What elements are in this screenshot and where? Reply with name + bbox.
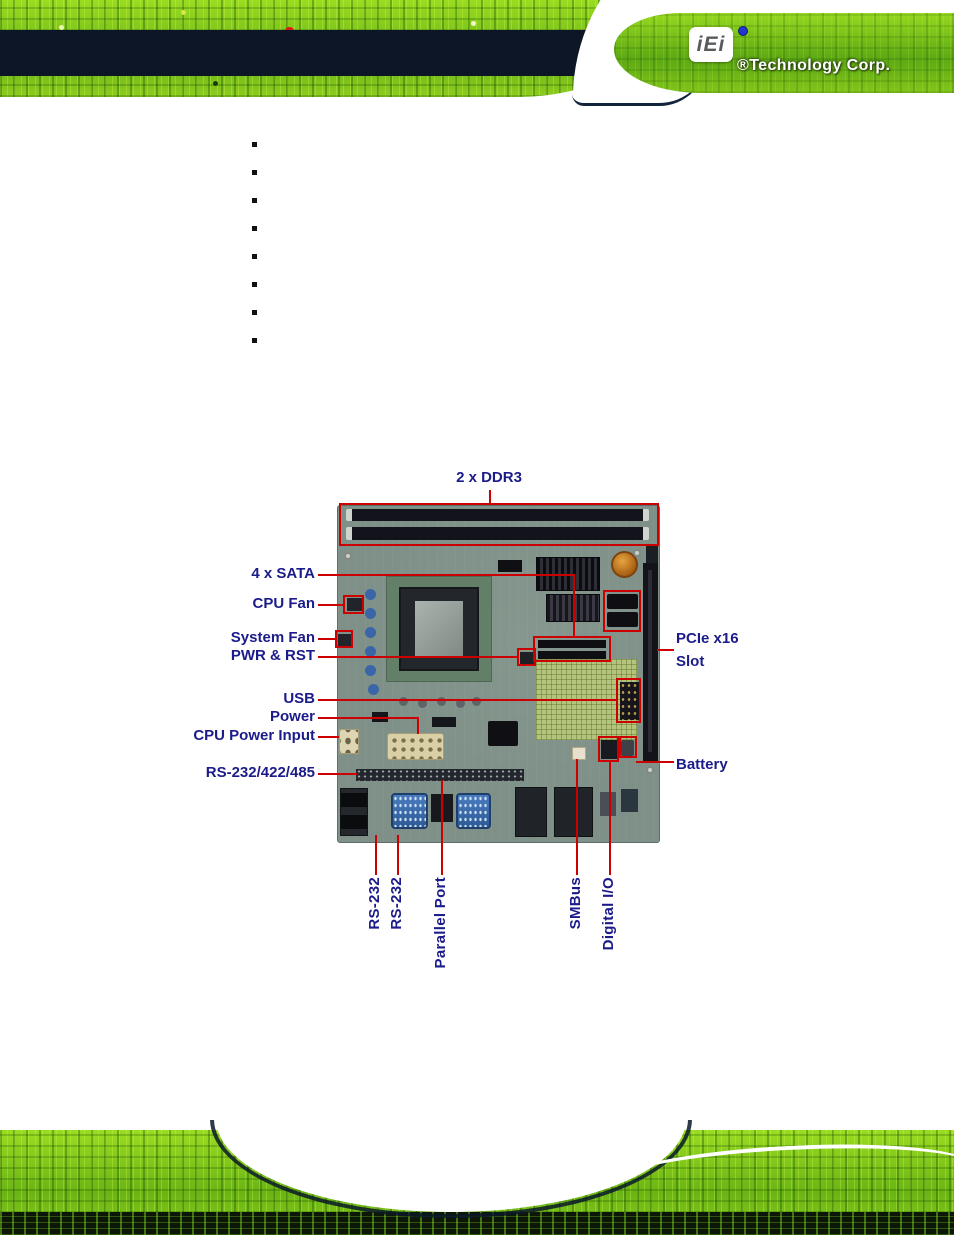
iei-logo: iEi — [689, 27, 733, 62]
bullet-item — [252, 226, 257, 231]
label-pcie-x16-slot: PCIe x16 Slot — [676, 627, 739, 673]
chipset-chip — [488, 721, 518, 746]
serial-db9-port-1 — [391, 793, 428, 829]
callout-line-rs232-b — [397, 835, 399, 875]
callout-box-digital-io — [598, 736, 619, 762]
label-rs232-a: RS-232 — [366, 877, 383, 930]
header-banner: iEi ®Technology Corp. — [0, 0, 954, 122]
callout-line-pwr-rst — [318, 656, 519, 658]
logo-blue-dot-icon — [738, 26, 748, 36]
sata-port-3 — [538, 640, 606, 648]
callout-line-cpu-power — [318, 736, 339, 738]
bullet-item — [252, 142, 257, 147]
footer-banner — [0, 1120, 954, 1235]
pcie-slot-groove — [648, 570, 652, 752]
footer-dark-strip — [0, 1212, 954, 1235]
label-cpu-power-input: CPU Power Input — [193, 727, 315, 744]
callout-line-usb — [318, 699, 617, 701]
label-power: Power — [269, 708, 315, 725]
serial-pin-header — [356, 769, 524, 781]
callout-box-ddr3 — [339, 503, 659, 546]
label-rs232-b: RS-232 — [388, 877, 405, 930]
callout-box-pwr-rst — [517, 648, 536, 666]
sata-port-2 — [607, 612, 638, 627]
lan-port-1 — [515, 787, 547, 837]
label-smbus: SMBus — [567, 877, 584, 930]
label-cpu-fan: CPU Fan — [252, 595, 315, 612]
ddr3-dimm-slot-1 — [346, 509, 649, 521]
small-chip-2 — [432, 717, 456, 727]
bullet-list — [252, 142, 257, 366]
label-parallel-port: Parallel Port — [432, 877, 449, 969]
callout-line-battery — [636, 761, 674, 763]
cpu-power-connector — [339, 729, 359, 754]
callout-line-sata-v — [573, 574, 575, 638]
label-digital-io: Digital I/O — [600, 877, 617, 951]
label-battery: Battery — [676, 756, 728, 773]
atx-power-connector — [387, 733, 444, 760]
callout-line-sata-h — [318, 574, 575, 576]
bullet-item — [252, 282, 257, 287]
ddr3-dimm-slot-2 — [346, 527, 649, 540]
callout-line-system-fan — [318, 638, 337, 640]
callout-line-digital-io — [609, 760, 611, 875]
cpu-fan-connector — [347, 598, 362, 611]
front-panel-header — [520, 652, 535, 665]
label-pcie-line1: PCIe x16 — [676, 630, 739, 647]
battery-component — [621, 740, 634, 756]
brand-text: ®Technology Corp. — [737, 57, 891, 74]
callout-line-rs232-a — [375, 835, 377, 875]
small-chip-1 — [498, 560, 522, 572]
callout-box-cpu-fan — [343, 595, 364, 614]
header-dark-band — [0, 30, 668, 76]
callout-line-ddr3 — [489, 490, 491, 505]
label-rs232-422-485: RS-232/422/485 — [205, 764, 315, 781]
serial-db9-port-2 — [456, 793, 491, 829]
callout-box-sata-vertical — [603, 590, 641, 632]
ps2-connector — [621, 789, 638, 812]
bullet-item — [252, 254, 257, 259]
callout-line-rs232-422-485 — [318, 773, 357, 775]
cpu-socket-plate — [415, 601, 463, 657]
bullet-item — [252, 170, 257, 175]
label-usb: USB — [283, 690, 315, 707]
callout-line-cpu-fan — [318, 604, 345, 606]
sata-port-4 — [538, 651, 606, 659]
label-pcie-line2: Slot — [676, 653, 705, 670]
sata-port-1 — [607, 594, 638, 609]
callout-line-parallel — [441, 780, 443, 875]
header-curve-line — [572, 58, 707, 106]
label-system-fan: System Fan — [230, 629, 315, 646]
system-fan-connector — [338, 634, 351, 646]
label-sata: 4 x SATA — [251, 565, 315, 582]
callout-line-power-h — [318, 717, 419, 719]
callout-line-pcie — [657, 649, 674, 651]
mount-hole-2 — [633, 549, 641, 557]
callout-box-battery — [619, 736, 637, 758]
label-ddr3: 2 x DDR3 — [456, 469, 522, 486]
bullet-item — [252, 338, 257, 343]
callout-box-usb — [616, 678, 641, 723]
bullet-item — [252, 310, 257, 315]
mount-hole-3 — [646, 766, 654, 774]
callout-box-system-fan — [335, 630, 353, 648]
label-pwr-rst: PWR & RST — [230, 647, 315, 664]
lan-port-2 — [554, 787, 593, 837]
usb-stack-port — [340, 788, 368, 836]
capacitor-row — [399, 697, 408, 706]
iei-logo-text: iEi — [696, 32, 726, 56]
usb-pin-header — [620, 682, 639, 720]
small-rear-connector — [600, 792, 616, 816]
mount-hole-1 — [344, 552, 352, 560]
header-logo-panel — [614, 13, 954, 93]
digital-io-header — [601, 740, 617, 759]
callout-line-power-v — [417, 717, 419, 734]
pcie-tab — [646, 545, 658, 563]
logo-panel-texture — [614, 13, 954, 93]
callout-box-sata-horizontal — [533, 636, 611, 662]
bullet-item — [252, 198, 257, 203]
smbus-connector — [572, 747, 586, 760]
callout-line-smbus — [576, 759, 578, 875]
capacitor-column — [365, 589, 376, 600]
